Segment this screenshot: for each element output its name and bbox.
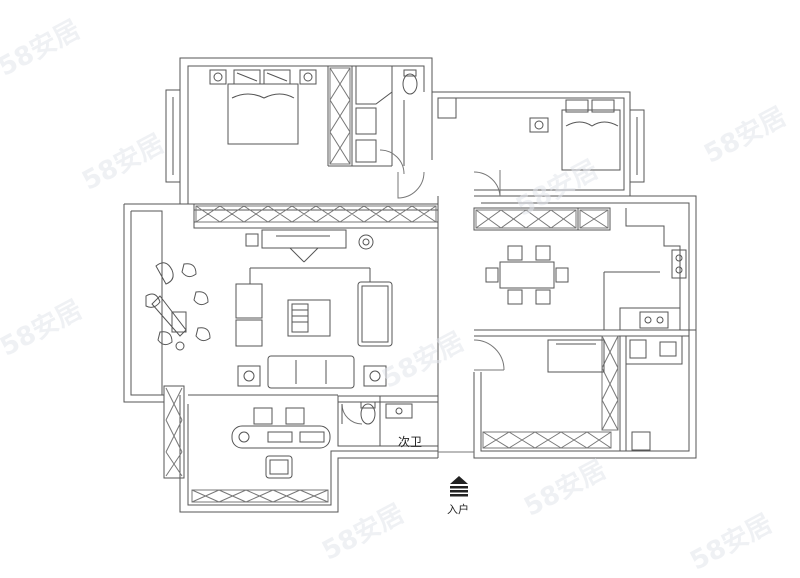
master-bath-fixtures <box>355 65 418 163</box>
toilet-icon <box>341 401 413 425</box>
tv-console <box>245 229 347 263</box>
dining-table-icon <box>485 245 569 305</box>
doors <box>341 149 505 453</box>
sofa-icon <box>235 267 393 389</box>
lounge-chairs <box>145 262 211 351</box>
entrance-arrow-icon <box>450 476 468 497</box>
wardrobes <box>165 67 619 503</box>
kitchen-fixtures <box>629 249 687 359</box>
entrance-label: 入户 <box>447 503 469 516</box>
plant-icon <box>358 234 374 250</box>
study-desk <box>231 407 331 479</box>
floor-plan <box>123 57 697 513</box>
secondary-bathroom-label: 次卫 <box>398 435 423 449</box>
bottom-right-furniture <box>547 339 651 451</box>
second-bed-icon <box>529 99 621 171</box>
master-bed-icon <box>209 69 317 145</box>
interior-walls <box>163 66 696 479</box>
